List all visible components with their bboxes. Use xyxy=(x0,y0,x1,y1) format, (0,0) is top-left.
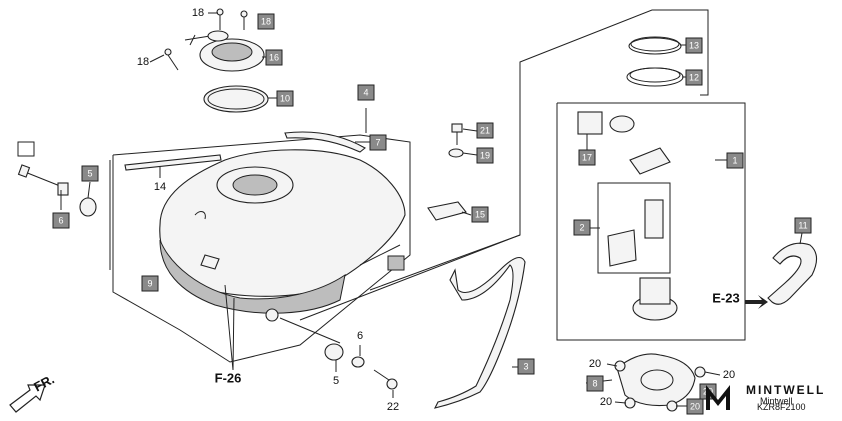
svg-text:6: 6 xyxy=(58,216,63,226)
svg-text:11: 11 xyxy=(798,221,807,231)
svg-text:5: 5 xyxy=(87,169,92,179)
callout-11: 11 xyxy=(794,217,812,234)
pump-mounting-bracket xyxy=(614,353,706,412)
brand-watermark: Mintwell xyxy=(760,396,793,406)
svg-text:8: 8 xyxy=(592,379,597,389)
callout-19: 19 xyxy=(476,147,494,164)
callout-21: 21 xyxy=(476,122,494,139)
callout-8: 8 xyxy=(586,375,604,392)
small-square-marker xyxy=(17,141,35,157)
mount-bolt-lower xyxy=(265,308,398,390)
rubber-strip xyxy=(124,154,222,171)
brand-logo xyxy=(706,385,730,410)
callout-10: 10 xyxy=(276,90,294,107)
fuel-pump-assembly xyxy=(577,36,684,321)
reference-e23: E-23 xyxy=(712,291,739,306)
callout-5: 5 xyxy=(81,165,99,182)
callout-1: 1 xyxy=(726,152,744,169)
svg-text:16: 16 xyxy=(269,53,279,63)
label-20-left: 20 xyxy=(589,358,601,370)
filler-cap-seal-ring xyxy=(203,85,269,113)
callout-13: 13 xyxy=(685,37,703,54)
callout-17: 17 xyxy=(578,149,596,166)
svg-text:20: 20 xyxy=(690,402,700,412)
callout-7: 7 xyxy=(369,134,387,151)
svg-text:18: 18 xyxy=(261,17,271,27)
callout-15: 15 xyxy=(471,206,489,223)
callout-20b: 20 xyxy=(686,398,704,415)
svg-text:13: 13 xyxy=(689,41,699,51)
label-14: 14 xyxy=(154,181,166,193)
svg-text:2: 2 xyxy=(579,223,584,233)
label-5-lower: 5 xyxy=(333,375,339,387)
svg-text:17: 17 xyxy=(582,153,592,163)
svg-text:1: 1 xyxy=(732,156,737,166)
fuel-tank xyxy=(159,149,406,314)
svg-text:19: 19 xyxy=(480,151,490,161)
bolt-washer-bracket xyxy=(387,123,467,271)
front-direction-arrow xyxy=(9,384,46,413)
label-22: 22 xyxy=(387,401,399,413)
callout-18: 18 xyxy=(257,13,275,30)
callout-9: 9 xyxy=(141,275,159,292)
mount-bolt-left xyxy=(17,141,97,217)
callout-3: 3 xyxy=(517,358,535,375)
svg-text:12: 12 xyxy=(689,73,699,83)
svg-text:4: 4 xyxy=(363,88,368,98)
diagram-code: KZR8F2100 xyxy=(757,402,806,412)
callout-4: 4 xyxy=(357,84,375,101)
e23-arrow xyxy=(745,295,768,309)
label-6-lower: 6 xyxy=(357,330,363,342)
svg-text:10: 10 xyxy=(280,94,290,104)
label-20-bottom: 20 xyxy=(600,396,612,408)
callout-12: 12 xyxy=(685,69,703,86)
svg-text:21: 21 xyxy=(480,126,490,136)
label-18-top: 18 xyxy=(192,7,204,19)
label-20-right: 20 xyxy=(723,369,735,381)
callout-16: 16 xyxy=(265,49,283,66)
label-18-left: 18 xyxy=(137,56,149,68)
fuel-cap-assembly xyxy=(184,30,265,72)
reference-f26: F-26 xyxy=(215,371,242,386)
svg-text:3: 3 xyxy=(523,362,528,372)
svg-text:9: 9 xyxy=(147,279,152,289)
cap-bolts xyxy=(164,8,248,71)
callout-2: 2 xyxy=(573,219,591,236)
svg-text:7: 7 xyxy=(375,138,380,148)
tank-pad xyxy=(284,131,366,153)
callout-6: 6 xyxy=(52,212,70,229)
fuel-hose xyxy=(433,256,526,409)
svg-text:15: 15 xyxy=(475,210,485,220)
brand-name: MINTWELL xyxy=(746,383,825,397)
fuel-tube xyxy=(767,242,818,305)
